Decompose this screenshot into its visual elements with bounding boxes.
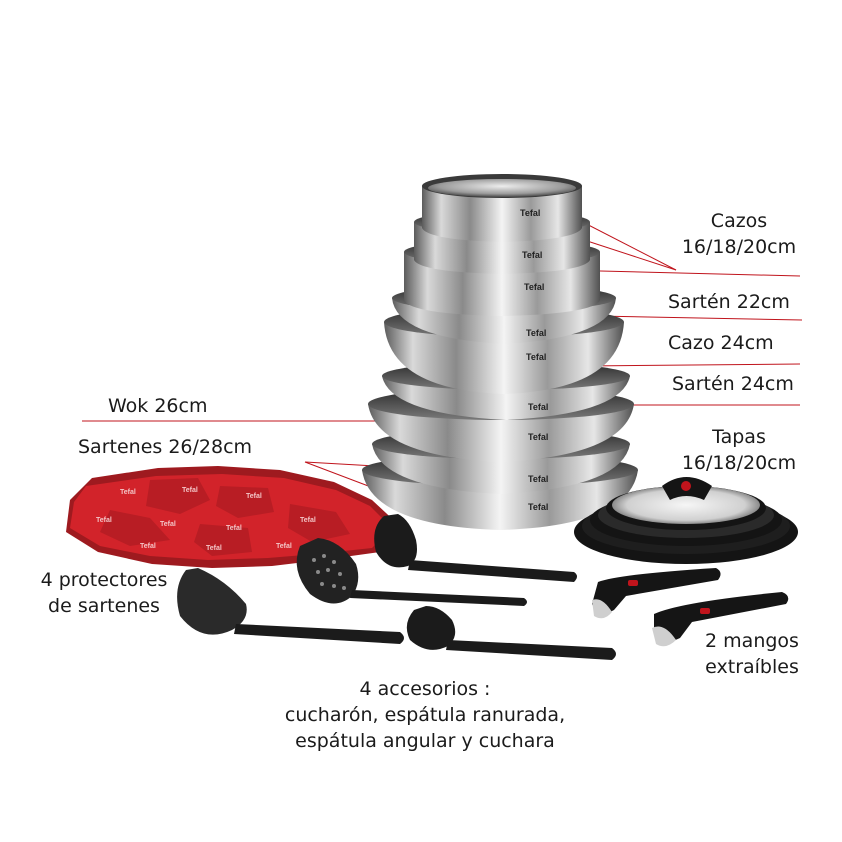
svg-text:Tefal: Tefal (96, 517, 112, 524)
handle-2 (652, 592, 789, 647)
label-protectores-line2: de sartenes (48, 595, 160, 617)
tefal-mark: Tefal (522, 250, 542, 260)
label-accesorios: 4 accesorios : cucharón, espátula ranura… (250, 676, 600, 754)
label-protectores: 4 protectores de sartenes (30, 567, 178, 619)
label-tapas: Tapas 16/18/20cm (668, 424, 810, 476)
ladle (374, 514, 577, 582)
svg-text:Tefal: Tefal (246, 493, 262, 500)
svg-text:Tefal: Tefal (140, 543, 156, 550)
accessories (177, 514, 616, 660)
glass-lids (574, 477, 798, 564)
handle-1 (592, 568, 721, 619)
tefal-mark: Tefal (526, 328, 546, 338)
label-cazos: Cazos 16/18/20cm (668, 208, 810, 260)
tefal-mark: Tefal (528, 432, 548, 442)
label-mangos: 2 mangos extraíbles (684, 628, 820, 680)
label-sarten-24: Sartén 24cm (672, 373, 794, 395)
label-mangos-line1: 2 mangos (705, 630, 799, 652)
label-sarten-22: Sartén 22cm (668, 291, 790, 313)
label-accesorios-line1: 4 accesorios : (359, 678, 491, 700)
tefal-mark: Tefal (528, 502, 548, 512)
label-cazos-line1: Cazos (710, 210, 768, 232)
brand-marks: Tefal Tefal Tefal Tefal Tefal Tefal Tefa… (520, 208, 548, 512)
label-mangos-line2: extraíbles (705, 656, 799, 678)
tefal-mark: Tefal (528, 402, 548, 412)
label-cazo-24: Cazo 24cm (668, 332, 774, 354)
svg-text:Tefal: Tefal (120, 489, 136, 496)
tefal-mark: Tefal (526, 352, 546, 362)
svg-text:Tefal: Tefal (300, 517, 316, 524)
angled-spatula (177, 568, 404, 644)
tefal-mark: Tefal (528, 474, 548, 484)
svg-text:Tefal: Tefal (276, 543, 292, 550)
label-accesorios-line3: espátula angular y cuchara (295, 730, 555, 752)
label-cazos-line2: 16/18/20cm (681, 236, 797, 258)
label-tapas-line1: Tapas (712, 426, 766, 448)
label-sartenes-26-28: Sartenes 26/28cm (78, 436, 253, 458)
svg-text:Tefal: Tefal (226, 525, 242, 532)
label-protectores-line1: 4 protectores (40, 569, 168, 591)
label-wok-26: Wok 26cm (108, 395, 208, 417)
label-accesorios-line2: cucharón, espátula ranurada, (284, 704, 566, 726)
saucepan-16cm (422, 174, 582, 242)
tefal-mark: Tefal (520, 208, 540, 218)
svg-text:Tefal: Tefal (160, 521, 176, 528)
tefal-mark: Tefal (524, 282, 544, 292)
label-tapas-line2: 16/18/20cm (681, 452, 797, 474)
removable-handles (592, 568, 789, 647)
svg-text:Tefal: Tefal (182, 487, 198, 494)
spoon (406, 606, 616, 660)
slotted-spatula (296, 538, 527, 606)
svg-text:Tefal: Tefal (206, 545, 222, 552)
